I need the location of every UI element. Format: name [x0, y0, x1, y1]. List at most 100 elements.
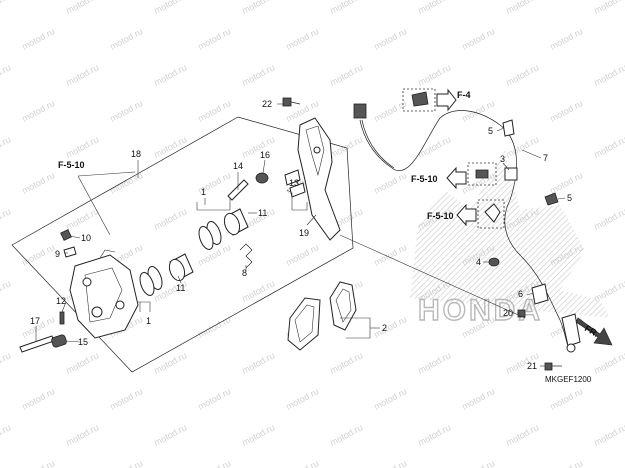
watermark-text: motod.ru: [152, 62, 188, 88]
watermark-text: motod.ru: [372, 458, 408, 468]
watermark-text: motod.ru: [328, 134, 364, 160]
watermark-text: motod.ru: [0, 422, 12, 448]
watermark-text: motod.ru: [0, 206, 12, 232]
watermark-text: motod.ru: [20, 242, 56, 268]
watermark-text: motod.ru: [372, 26, 408, 52]
watermark-text: motod.ru: [0, 0, 12, 16]
ref-arrow-f4[interactable]: F-4: [436, 88, 471, 112]
watermark-text: motod.ru: [240, 134, 276, 160]
part-number: 5: [488, 126, 493, 136]
watermark-text: motod.ru: [196, 242, 232, 268]
watermark-text: motod.ru: [284, 386, 320, 412]
watermark-text: motod.ru: [504, 134, 540, 160]
watermark-text: motod.ru: [240, 350, 276, 376]
part-number: 20: [503, 308, 513, 318]
watermark-text: motod.ru: [0, 350, 12, 376]
watermark-text: motod.ru: [64, 0, 100, 16]
bolt: [544, 362, 562, 371]
watermark-text: motod.ru: [240, 278, 276, 304]
watermark-text: motod.ru: [108, 458, 144, 468]
watermark-text: motod.ru: [372, 242, 408, 268]
watermark-text: motod.ru: [0, 278, 12, 304]
watermark-text: motod.ru: [152, 350, 188, 376]
diagram-code: MKGEF1200: [545, 375, 592, 384]
watermark-text: motod.ru: [284, 242, 320, 268]
spring-clip: [239, 243, 253, 269]
watermark-text: motod.ru: [592, 422, 625, 448]
watermark-text: motod.ru: [460, 458, 496, 468]
watermark-text: motod.ru: [20, 386, 56, 412]
watermark-text: motod.ru: [196, 314, 232, 340]
ref-arrow-clamp1[interactable]: F-5-10: [411, 166, 467, 190]
part-number: 1: [146, 316, 151, 326]
watermark-text: motod.ru: [0, 134, 12, 160]
watermark-text: motod.ru: [196, 26, 232, 52]
watermark-text: motod.ru: [108, 386, 144, 412]
watermark-text: motod.ru: [152, 422, 188, 448]
ref-arrow-clamp2[interactable]: F-5-10: [427, 203, 477, 227]
honda-wing-logo: HONDA: [410, 150, 610, 328]
watermark-text: motod.ru: [592, 350, 625, 376]
watermark-text: motod.ru: [592, 134, 625, 160]
watermark-text: motod.ru: [108, 26, 144, 52]
ref-label: F-5-10: [411, 174, 438, 184]
part-number: 12: [56, 296, 66, 306]
watermark-text: motod.ru: [592, 62, 625, 88]
watermark-text: motod.ru: [416, 350, 452, 376]
watermark-text: motod.ru: [416, 422, 452, 448]
part-number: 6: [518, 289, 523, 299]
watermark-text: motod.ru: [328, 350, 364, 376]
watermark-text: motod.ru: [64, 350, 100, 376]
wire-clip: [502, 119, 515, 137]
ref-label: F-5-10: [427, 211, 454, 221]
watermark-text: motod.ru: [240, 62, 276, 88]
wire-clip: [544, 192, 559, 206]
part-number: 2: [382, 323, 387, 333]
wire-clamp: [467, 162, 497, 186]
watermark-text: motod.ru: [240, 0, 276, 16]
watermark-text: motod.ru: [196, 386, 232, 412]
leader-lines: [35, 103, 566, 367]
part-number: 8: [242, 268, 247, 278]
part-number: 11: [176, 283, 185, 293]
watermark-text: motod.ru: [0, 62, 12, 88]
watermark-text: motod.ru: [592, 206, 625, 232]
watermark-text: motod.ru: [196, 98, 232, 124]
watermark-text: motod.ru: [372, 170, 408, 196]
part-number: 13: [289, 178, 299, 188]
watermark-text: motod.ru: [548, 170, 584, 196]
ref-label: F-4: [457, 90, 471, 100]
watermark-text: motod.ru: [152, 206, 188, 232]
watermark-text: motod.ru: [64, 206, 100, 232]
ref-arrow-caliper[interactable]: F-5-10: [58, 160, 85, 170]
wire-clip: [531, 283, 549, 305]
part-number: 16: [260, 150, 270, 160]
watermark-text: motod.ru: [328, 422, 364, 448]
watermark-text: motod.ru: [548, 98, 584, 124]
part-number: 14: [233, 161, 243, 171]
caliper-assembly-outline: [11, 116, 354, 373]
watermark-text: motod.ru: [196, 458, 232, 468]
wire-clamp: [402, 88, 436, 112]
watermark-text: motod.ru: [416, 62, 452, 88]
part-number: 21: [527, 361, 537, 371]
bleeder-valve: [63, 246, 77, 258]
watermark-text: motod.ru: [20, 98, 56, 124]
pad-clips: [284, 169, 306, 198]
watermark-text: motod.ru: [284, 26, 320, 52]
part-number-labels: 1 1 2 3 4 5 5 6 7 8 9 10 11 11 12 13 14 …: [30, 99, 572, 371]
pin: [59, 311, 65, 325]
watermark-text: motod.ru: [460, 26, 496, 52]
bolt: [517, 309, 526, 318]
watermark-text: motod.ru: [328, 62, 364, 88]
watermark-text: motod.ru: [416, 134, 452, 160]
watermark-text: motod.ru: [20, 170, 56, 196]
watermark-text: motod.ru: [416, 0, 452, 16]
watermark-text: motod.ru: [64, 62, 100, 88]
watermark-text: motod.ru: [64, 134, 100, 160]
watermark-text: motod.ru: [284, 458, 320, 468]
nut: [255, 172, 269, 184]
part-number: 4: [476, 257, 481, 267]
